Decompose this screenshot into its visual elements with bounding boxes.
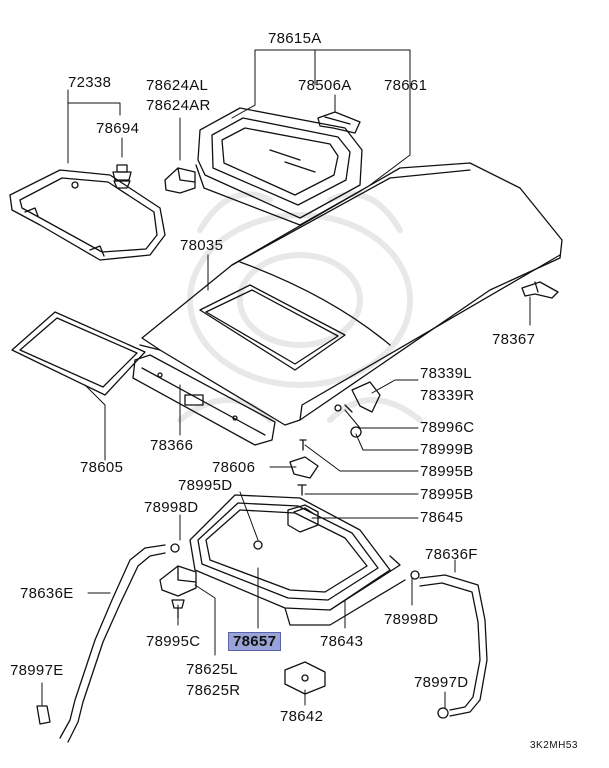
label-78694: 78694 — [96, 120, 140, 137]
part-78642-mount — [284, 661, 326, 695]
label-78657-highlighted[interactable]: 78657 — [228, 632, 282, 651]
part-78339-hinge — [334, 381, 381, 413]
part-78636F-hose — [419, 574, 488, 717]
label-78606: 78606 — [212, 459, 256, 476]
label-78035: 78035 — [180, 237, 224, 254]
part-78366-trim — [132, 354, 276, 446]
label-78995B-lower: 78995B — [420, 486, 474, 503]
part-78606-block — [289, 456, 319, 479]
part-78367-bracket — [521, 281, 559, 299]
screws — [171, 439, 307, 619]
part-78624-bracket — [164, 167, 196, 194]
part-78657-frame — [189, 494, 406, 626]
label-78636F: 78636F — [425, 546, 478, 563]
label-78624AR: 78624AR — [146, 97, 211, 114]
label-78997D: 78997D — [414, 674, 469, 691]
label-78998D-left: 78998D — [144, 499, 199, 516]
label-78339R: 78339R — [420, 387, 475, 404]
label-78366: 78366 — [150, 437, 194, 454]
part-78997E-clip — [36, 705, 51, 725]
label-78997E: 78997E — [10, 662, 64, 679]
part-78035-roof — [139, 162, 563, 426]
part-78998D-left-clamp — [170, 543, 180, 553]
part-78615A-glass — [195, 107, 363, 226]
diagram-code: 3K2MH53 — [530, 740, 578, 751]
label-78339L: 78339L — [420, 365, 472, 382]
part-78605-seal — [11, 311, 146, 396]
label-78615A: 78615A — [268, 30, 322, 47]
label-78995C: 78995C — [146, 633, 201, 650]
label-78506A: 78506A — [298, 77, 352, 94]
part-78995D-bolt — [253, 540, 263, 550]
label-72338: 72338 — [68, 74, 112, 91]
part-78998D-right-clamp — [410, 570, 420, 580]
part-78694-clip — [112, 164, 132, 189]
label-78642: 78642 — [280, 708, 324, 725]
label-78624AL: 78624AL — [146, 77, 209, 94]
label-78643: 78643 — [320, 633, 364, 650]
label-78636E: 78636E — [20, 585, 74, 602]
label-78625R: 78625R — [186, 682, 241, 699]
label-78995D: 78995D — [178, 477, 233, 494]
label-78605: 78605 — [80, 459, 124, 476]
label-78645: 78645 — [420, 509, 464, 526]
part-78636E-hose — [59, 544, 166, 743]
label-78625L: 78625L — [186, 661, 238, 678]
part-78625-bracket — [159, 565, 197, 597]
label-78995B-upper: 78995B — [420, 463, 474, 480]
label-78661: 78661 — [384, 77, 428, 94]
part-72338-frame — [9, 169, 166, 261]
part-78996C-nut — [350, 426, 362, 438]
label-78999B: 78999B — [420, 441, 474, 458]
label-78367: 78367 — [492, 331, 536, 348]
label-78998D-right: 78998D — [384, 611, 439, 628]
label-78996C: 78996C — [420, 419, 475, 436]
part-78997D-clip — [437, 707, 449, 719]
part-78506A-handle — [317, 111, 361, 134]
